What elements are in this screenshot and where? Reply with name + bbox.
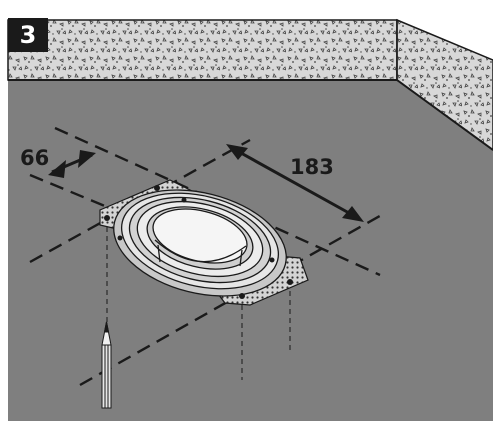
guide-line-lower	[79, 211, 386, 387]
dimension-label-length: 183	[290, 155, 334, 179]
drop-lines	[106, 218, 291, 400]
flange-ring	[113, 189, 287, 297]
dimension-arrow-66	[48, 150, 96, 178]
step-number-badge: 3	[8, 18, 48, 52]
dimension-label-width: 66	[20, 146, 50, 170]
guide-line-upper	[29, 138, 251, 264]
back-wall	[7, 19, 398, 81]
guide-line-left	[29, 173, 176, 237]
corner-edge	[396, 79, 493, 151]
screw-points	[104, 185, 293, 299]
pencil-icon	[101, 321, 112, 409]
dimension-arrow-183	[226, 144, 364, 222]
